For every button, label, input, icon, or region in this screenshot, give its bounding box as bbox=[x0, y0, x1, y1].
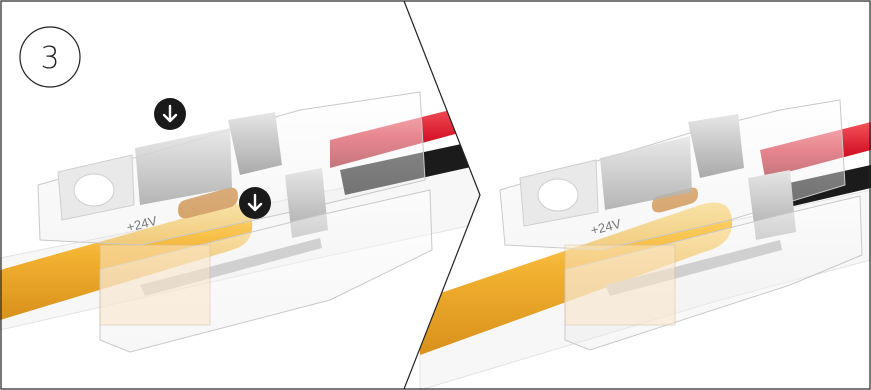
window bbox=[100, 245, 210, 325]
clip-hole bbox=[538, 179, 578, 211]
arrow-down-icon bbox=[154, 98, 186, 130]
right-panel: +24V bbox=[420, 100, 871, 390]
arrow-down-icon bbox=[239, 187, 271, 219]
step-badge: 3 bbox=[20, 27, 80, 87]
window bbox=[565, 245, 675, 325]
clip-hole bbox=[74, 174, 114, 206]
step-number: 3 bbox=[40, 41, 59, 76]
